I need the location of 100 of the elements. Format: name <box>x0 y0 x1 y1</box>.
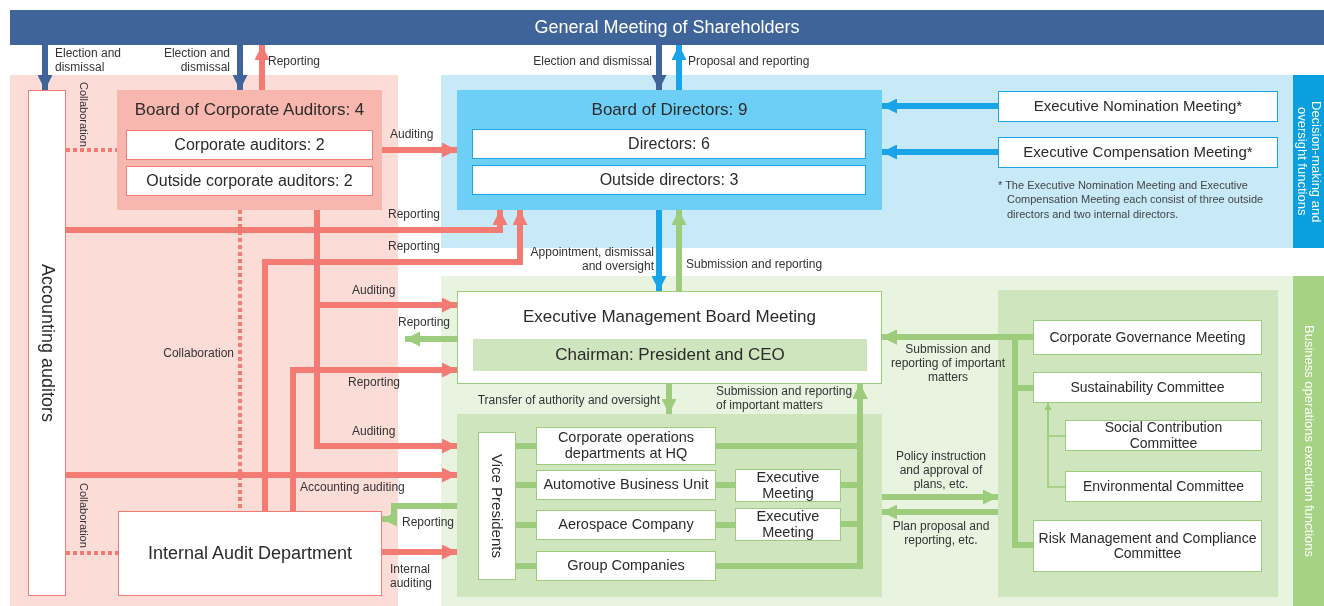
edge-label: Appointment, dismissal and oversight <box>529 246 654 274</box>
box-title: Executive Management Board Meeting <box>522 305 817 328</box>
arrow <box>290 362 457 511</box>
box-label: Accounting auditors <box>36 262 59 425</box>
connector <box>516 482 536 488</box>
edge-label: Accounting auditing <box>300 481 406 495</box>
arrow <box>882 504 998 520</box>
arrow <box>882 98 998 114</box>
process-box <box>1065 420 1262 451</box>
box-label: Directors: 6 <box>627 134 711 155</box>
section-area <box>441 75 1324 248</box>
process-box <box>536 427 716 465</box>
connector <box>516 563 536 569</box>
arrow <box>651 45 667 90</box>
box-title: Board of Directors: 9 <box>590 98 749 121</box>
box-label: Risk Management and Compliance Committee <box>1037 528 1258 563</box>
process-box <box>998 137 1278 168</box>
member-box <box>126 130 373 160</box>
box-label: Executive Meeting <box>755 509 821 540</box>
edge-label: Collaboration <box>77 483 90 548</box>
edge-label: Policy instruction and approval of plans, etc. <box>894 450 987 492</box>
arrow <box>232 45 248 90</box>
edge-label: Reporting <box>268 55 322 69</box>
edge-label: Auditing <box>352 284 397 298</box>
box-label: Corporate auditors: 2 <box>173 135 326 156</box>
edge-label: Reporting <box>348 376 402 390</box>
group-box <box>457 90 882 210</box>
arrow <box>671 45 687 90</box>
connector <box>516 522 536 528</box>
process-box <box>536 470 716 500</box>
process-box <box>735 508 841 541</box>
edge-label: Submission and reporting of important matters <box>889 343 1007 385</box>
edge-label: Election and dismissal <box>532 55 652 69</box>
edge-label: Reporting <box>388 240 442 254</box>
arrow <box>882 144 998 160</box>
dotted-connector <box>238 210 242 511</box>
edge-label: Submission and reporting <box>686 258 824 272</box>
arrow <box>262 210 528 511</box>
edge-label: Plan proposal and reporting, etc. <box>891 520 991 548</box>
process-box <box>998 91 1278 122</box>
connector <box>516 443 536 449</box>
panel <box>457 414 882 597</box>
arrow <box>882 489 998 505</box>
process-box <box>118 511 382 596</box>
arrow <box>405 331 457 347</box>
box-label: Aerospace Company <box>557 515 695 535</box>
process-box <box>536 551 716 581</box>
edge-label: Collaboration <box>77 82 90 147</box>
box-label: Sustainability Committee <box>1069 377 1226 397</box>
group-box <box>117 90 382 210</box>
box-label: Chairman: President and CEO <box>554 343 786 366</box>
vertical-box <box>478 432 516 580</box>
edge-label: Election and dismissal <box>55 47 123 75</box>
process-box <box>1065 471 1262 502</box>
edge-label: Auditing <box>352 425 397 439</box>
box-label: Executive Nomination Meeting* <box>1032 96 1244 117</box>
arrow <box>37 45 53 90</box>
edge-label: Election and dismissal <box>162 47 230 75</box>
edge-label: Transfer of authority and oversight <box>476 394 660 408</box>
box-title: Board of Corporate Auditors: 4 <box>133 98 366 121</box>
box-label: Executive Meeting <box>755 470 821 501</box>
box-label: Outside directors: 3 <box>598 170 740 191</box>
header-bar <box>10 10 1324 45</box>
edge-label: Reporting <box>398 316 452 330</box>
process-box <box>1033 320 1262 355</box>
edge-label: Reporting <box>402 516 456 530</box>
box-label: Corporate Governance Meeting <box>1048 327 1247 347</box>
arrow <box>1044 402 1066 488</box>
section-tab: Business operations execution functions <box>1293 276 1324 606</box>
edge-label: Reporting <box>388 208 442 222</box>
section-tab: Decision-making and oversight functions <box>1293 75 1324 248</box>
box-label: Outside corporate auditors: 2 <box>145 171 354 192</box>
arrow <box>661 384 677 414</box>
edge-label: Internal auditing <box>390 563 434 591</box>
footnote: * The Executive Nomination Meeting and Executive Compensation Meeting each consist of three outside directors and two internal directors. <box>998 178 1265 221</box>
arrow <box>66 467 457 483</box>
box-label: Vice Presidents <box>488 453 508 560</box>
box-label: Automotive Business Unit <box>542 475 710 495</box>
arrow <box>382 503 457 527</box>
arrow <box>382 544 457 560</box>
box-label: Group Companies <box>566 556 686 576</box>
arrow <box>254 45 270 90</box>
box-label: Executive Compensation Meeting* <box>1022 142 1254 163</box>
dotted-connector <box>66 551 118 555</box>
box-label: Corporate operations departments at HQ <box>556 428 696 463</box>
edge-label: Collaboration <box>162 347 234 361</box>
process-box <box>1033 520 1262 572</box>
arrow <box>66 210 508 233</box>
connector <box>716 522 735 528</box>
member-box <box>472 129 866 159</box>
member-box <box>472 165 866 195</box>
arrow <box>671 210 687 291</box>
arrow <box>382 142 457 158</box>
box-label: Social Contribution Committee <box>1103 421 1224 450</box>
edge-label: Proposal and reporting <box>688 55 811 69</box>
group-box <box>457 291 882 384</box>
box-label: Internal Audit Department <box>146 541 354 565</box>
edge-label: Submission and reporting of important matters <box>716 385 854 413</box>
highlight-box <box>473 339 867 371</box>
process-box <box>1033 372 1262 403</box>
